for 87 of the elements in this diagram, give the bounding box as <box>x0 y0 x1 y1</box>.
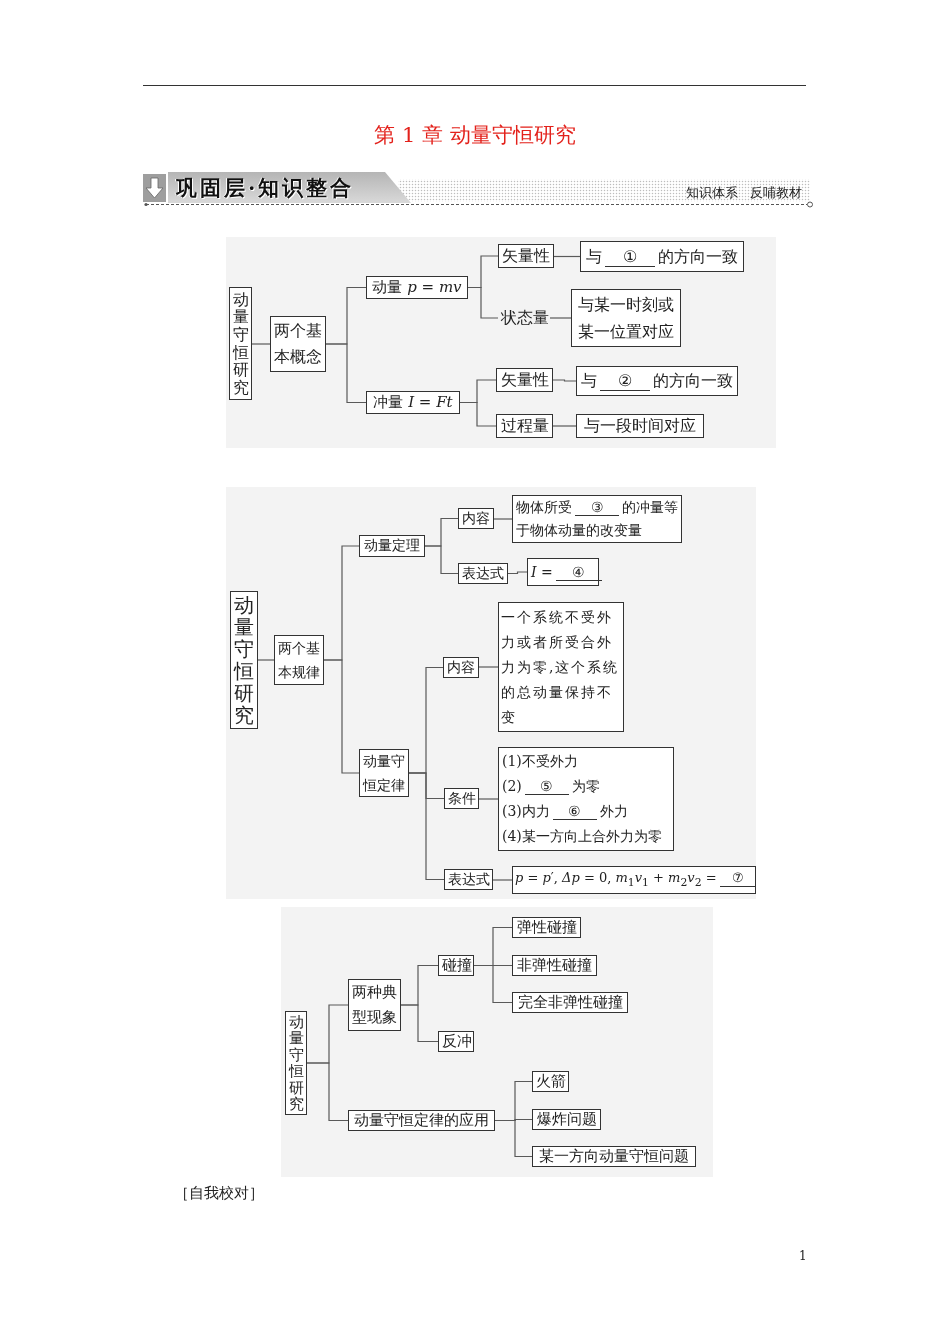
topic-box: 两种典型现象 <box>348 979 401 1031</box>
topic-box: 与某一时刻或某一位置对应 <box>571 289 681 347</box>
node-text: 为零 <box>571 778 600 794</box>
connector-line <box>325 343 367 404</box>
topic-box: 动量 p = mv <box>366 276 468 299</box>
fill-in-line: ① <box>605 248 655 268</box>
connector-line <box>507 571 528 575</box>
topic-box: 碰撞 <box>438 955 474 976</box>
connector-line <box>549 317 572 319</box>
topic-box: 完全非弹性碰撞 <box>512 992 628 1013</box>
node-text: 物体所受 <box>516 499 572 515</box>
connector-line <box>323 659 360 774</box>
connector-line <box>552 379 577 382</box>
topic-box: 某一方向动量守恒问题 <box>532 1146 696 1167</box>
vertical-title-box: 动量守恒研究 <box>285 1011 307 1115</box>
topic-box: 内容 <box>458 508 494 529</box>
connector-line <box>400 1004 439 1043</box>
topic-box: 反冲 <box>438 1031 474 1052</box>
fill-in-line: ⑦ <box>719 870 756 887</box>
topic-box: 表达式 <box>444 869 493 890</box>
topic-box: 火箭 <box>532 1071 569 1092</box>
node-text: 与 <box>586 247 602 266</box>
header-tag: 知识体系 <box>686 185 738 201</box>
connector-line <box>552 425 577 427</box>
connector-line <box>493 518 513 520</box>
self-check-heading: ［自我校对］ <box>174 1184 264 1203</box>
banner-title: 巩固层·知识整合 <box>176 174 355 201</box>
vertical-title-box: 动量守恒研究 <box>229 287 252 400</box>
branch-label: 状态量 <box>498 307 550 329</box>
connector-line <box>408 772 445 881</box>
connector-line <box>478 798 499 800</box>
connector-line <box>424 545 459 575</box>
topic-box: 与一段时间对应 <box>576 414 704 438</box>
vertical-title-box: 动量守恒研究 <box>230 591 258 729</box>
topic-box: 动量定理 <box>359 535 425 557</box>
topic-box: 非弹性碰撞 <box>512 955 597 976</box>
node-text: I = <box>531 564 553 580</box>
fill-in-line: ⑥ <box>552 803 597 821</box>
node-text: 的冲量等 <box>622 499 678 515</box>
topic-box: 动量守恒定律的应用 <box>348 1110 495 1131</box>
topic-box: 表达式 <box>458 563 508 584</box>
topic-box: 爆炸问题 <box>532 1109 601 1130</box>
header-tag: 反哺教材 <box>750 185 802 201</box>
fill-in-line: ④ <box>555 564 602 582</box>
topic-box: 两个基本规律 <box>274 635 324 685</box>
fill-in-line: ③ <box>575 499 619 517</box>
node-text: (4)某一方向上合外力为零 <box>502 828 662 844</box>
fill-in-line: ② <box>600 372 650 392</box>
topic-box: 内容 <box>443 657 479 678</box>
topic-box: 矢量性 <box>498 244 554 268</box>
node-text: 的方向一致 <box>653 371 733 390</box>
topic-box: 一个系统不受外力或者所受合外力为零,这个系统的总动量保持不变 <box>498 602 624 732</box>
node-text: 的方向一致 <box>658 247 738 266</box>
connector-line <box>459 401 497 427</box>
connector-line <box>306 1062 349 1122</box>
topic-box: 矢量性 <box>496 368 553 392</box>
topic-box: 条件 <box>444 788 479 809</box>
topic-box <box>498 747 674 851</box>
topic-box <box>580 241 744 272</box>
connector-line <box>467 286 499 319</box>
node-text: 与 <box>581 371 597 390</box>
connector-line <box>492 879 513 881</box>
node-text: (1)不受外力 <box>502 753 578 769</box>
topic-box <box>512 495 682 543</box>
chapter-title: 第 1 章 动量守恒研究 <box>373 122 577 149</box>
page-number: 1 <box>799 1249 807 1264</box>
node-text: (2) <box>502 778 522 794</box>
topic-box: 冲量 I = Ft <box>366 391 460 414</box>
topic-box <box>576 366 738 396</box>
topic-box: 动量守恒定律 <box>359 749 409 797</box>
section-banner <box>143 172 411 203</box>
node-text: (3)内力 <box>502 803 550 819</box>
connector-line <box>473 964 513 1004</box>
connector-line <box>478 666 499 668</box>
node-text: 外力 <box>599 803 628 819</box>
connector-line <box>251 343 271 345</box>
connector-line <box>494 1119 533 1158</box>
node-text: p = p′, Δp = 0, m$_{1}$v$_{1}$ + m$_{2}$v$_{2}$ = <box>515 869 717 885</box>
node-text: 于物体动量的改变量 <box>516 522 642 538</box>
topic-box: 弹性碰撞 <box>512 917 581 938</box>
topic-box: 过程量 <box>496 414 553 438</box>
topic-box: 两个基本概念 <box>270 316 326 372</box>
topic-box <box>527 558 599 586</box>
topic-box <box>512 866 756 894</box>
connector-line <box>553 255 581 258</box>
fill-in-line: ⑤ <box>524 778 569 796</box>
connector-line <box>257 659 275 661</box>
